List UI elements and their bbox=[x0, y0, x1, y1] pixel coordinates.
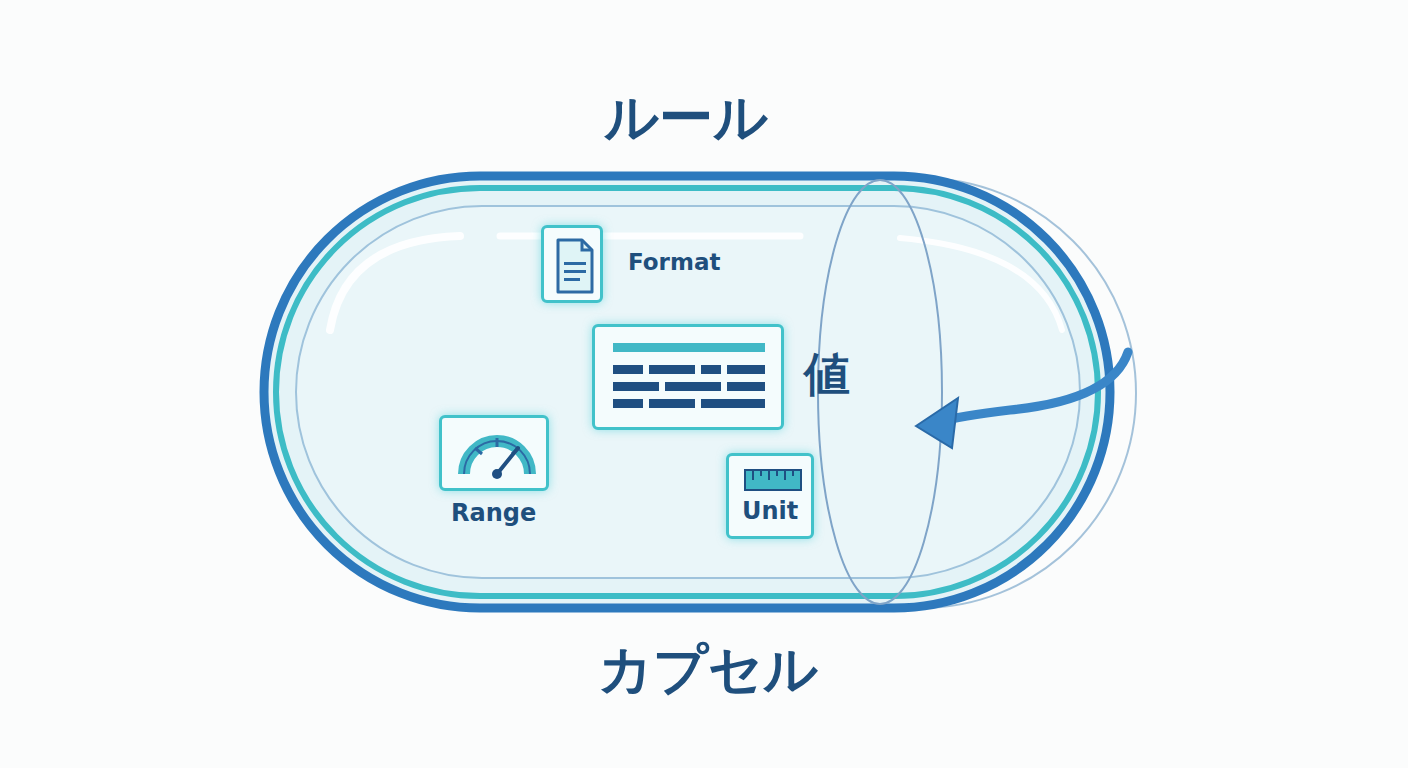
highlight bbox=[330, 236, 460, 330]
capsule-inner bbox=[296, 206, 1080, 578]
node-label: Format bbox=[628, 249, 720, 275]
insert-arrow bbox=[938, 352, 1128, 422]
format-icon-node: Format bbox=[541, 225, 603, 303]
node-label: Range bbox=[451, 499, 536, 527]
icon-box bbox=[726, 453, 814, 539]
highlight bbox=[900, 238, 1062, 330]
capsule-inner-rim bbox=[276, 188, 1098, 596]
value-table-node: 値 bbox=[592, 324, 784, 430]
title: ルール bbox=[0, 82, 1390, 155]
icon-box bbox=[439, 415, 549, 491]
node-label: Unit bbox=[742, 497, 798, 525]
node-label: 値 bbox=[804, 344, 850, 406]
capsule-outer bbox=[264, 176, 1110, 608]
range-gauge-node: Range bbox=[439, 415, 549, 491]
caption: カプセル bbox=[4, 634, 1408, 707]
icon-box bbox=[592, 324, 784, 430]
arrow-head bbox=[916, 398, 958, 448]
unit-ruler-node: Unit bbox=[726, 453, 814, 539]
icon-box bbox=[541, 225, 603, 303]
